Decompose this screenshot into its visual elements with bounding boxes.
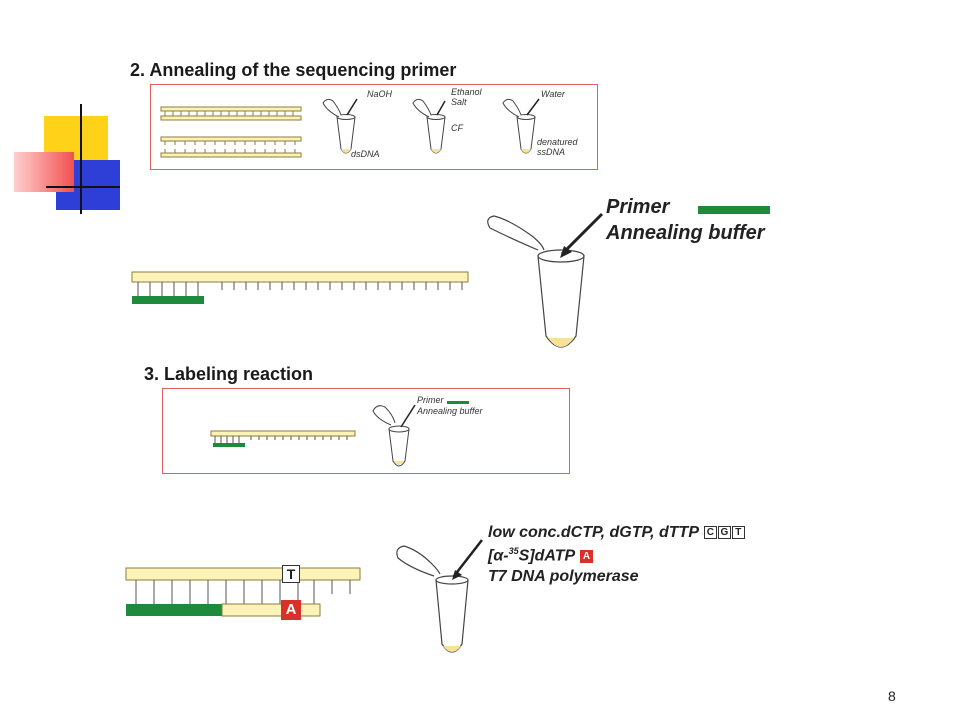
reagent-line-2-suffix: S]dATP	[518, 547, 575, 565]
panel3-illustration	[210, 401, 469, 467]
labeling-tube-lid	[396, 545, 441, 577]
template-base-box: T	[282, 565, 300, 583]
tube-3	[502, 98, 540, 154]
annealing-strand	[131, 271, 469, 304]
deco-red-square	[14, 152, 74, 192]
pipette-arrow	[560, 212, 604, 256]
added-base-box: A	[281, 600, 301, 620]
labeling-tube	[396, 539, 483, 653]
label-ssdna: ssDNA	[537, 147, 566, 157]
reagent-letter-g: G	[717, 526, 731, 540]
page-number: 8	[888, 688, 896, 704]
single-strand-mid	[160, 136, 302, 158]
primer-bar	[132, 296, 204, 304]
labeling-tube-body	[435, 579, 469, 653]
labeling-template	[125, 567, 361, 581]
labeling-ticks	[135, 580, 351, 604]
extended-primer-yellow	[221, 603, 321, 617]
panel3-buffer-label: Annealing buffer	[417, 406, 483, 416]
strand-pair-top	[160, 106, 302, 121]
reagent-line-2-prefix: [α-	[488, 547, 509, 565]
deco-horizontal-line	[46, 186, 120, 188]
section3-panel: Primer Annealing buffer	[162, 388, 570, 474]
reagent-letter-a: A	[580, 549, 594, 563]
template-ticks	[137, 282, 463, 296]
labeling-strand	[125, 567, 361, 617]
tube-2	[412, 98, 446, 154]
primer-label: Primer	[606, 196, 670, 218]
section3-heading: 3. Labeling reaction	[144, 364, 314, 384]
label-denatured: denatured	[537, 137, 578, 147]
reagent-letter-c: C	[703, 526, 717, 540]
panel2-strands	[160, 98, 540, 158]
reagent-line-2: [α-35S]dATP A	[488, 546, 594, 565]
label-cf: CF	[451, 123, 463, 133]
template-strand	[131, 271, 469, 283]
single-strand-ticks	[164, 141, 296, 153]
annealing-tube	[487, 212, 604, 348]
tube-1	[322, 98, 358, 154]
deco-vertical-line	[80, 104, 82, 214]
annealing-buffer-label: Annealing buffer	[606, 222, 765, 244]
panel3-primer-label: Primer	[417, 395, 444, 405]
tube-lid	[487, 215, 545, 251]
section2-panel: NaOH Ethanol Salt CF Water dsDNA denatur…	[150, 84, 598, 170]
label-ethanol: Ethanol	[451, 87, 482, 97]
extended-primer-green	[126, 604, 222, 616]
reagent-line-3: T7 DNA polymerase	[488, 568, 639, 585]
label-water: Water	[541, 89, 565, 99]
label-dsdna: dsDNA	[351, 149, 380, 159]
labeling-pipette-arrow	[453, 539, 483, 577]
strand-rungs-top	[164, 111, 294, 116]
reagent-line-2-sup: 35	[508, 546, 519, 556]
section2-heading: 2. Annealing of the sequencing primer	[130, 60, 457, 80]
label-naoh: NaOH	[367, 89, 393, 99]
tube-body	[537, 255, 585, 348]
primer-legend-bar	[698, 206, 770, 214]
label-salt: Salt	[451, 97, 467, 107]
reagent-letter-t: T	[731, 526, 745, 540]
reagent-line-1-text: low conc.dCTP, dGTP, dTTP	[488, 524, 699, 541]
tube-liquid	[548, 338, 574, 347]
